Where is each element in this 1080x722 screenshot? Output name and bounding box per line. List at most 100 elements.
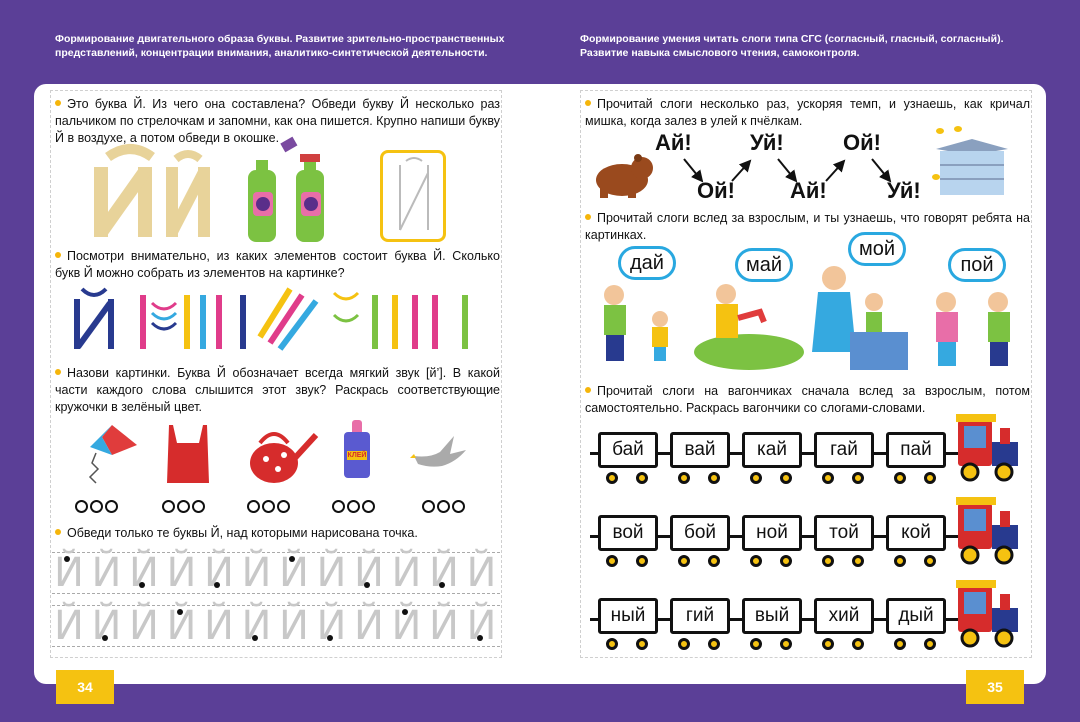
sound-circles-2[interactable] bbox=[162, 500, 207, 513]
bear-syllable-ay-top: Ай! bbox=[655, 130, 692, 155]
train-wagon[interactable]: бой bbox=[670, 515, 730, 551]
train-wagon[interactable]: вый bbox=[742, 598, 802, 634]
tracing-letter[interactable]: Й bbox=[91, 550, 122, 596]
tracing-letter[interactable]: Й bbox=[466, 603, 497, 649]
task-2-text: Посмотри внимательно, из каких элементов… bbox=[55, 249, 500, 280]
wagon-wheel bbox=[780, 472, 792, 484]
marker-dot bbox=[289, 556, 295, 562]
tracing-letter[interactable]: Й bbox=[129, 603, 159, 649]
train-wagon[interactable]: пай bbox=[886, 432, 946, 468]
wagon-wheel bbox=[780, 555, 792, 567]
speech-bubble-may: май bbox=[735, 248, 793, 282]
beehive-picture bbox=[932, 126, 1008, 195]
marker-dot bbox=[214, 582, 220, 588]
tracing-letter[interactable]: Й bbox=[354, 550, 384, 596]
letter-tracing-row-1[interactable] bbox=[52, 552, 500, 594]
marker-dot bbox=[251, 635, 258, 641]
marker-dot bbox=[439, 582, 445, 588]
tracing-letter[interactable]: Й bbox=[166, 550, 197, 596]
right-task-2-text: Прочитай слоги вслед за взрослым, и ты у… bbox=[585, 211, 1030, 242]
wagon-wheel bbox=[636, 638, 648, 650]
bear-syllable-uy-top: Уй! bbox=[750, 130, 784, 155]
glue-picture: КЛЕЙ bbox=[340, 420, 374, 480]
tracing-letter[interactable]: Й bbox=[54, 603, 84, 649]
wagon-wheel bbox=[636, 555, 648, 567]
wagon-wheel bbox=[924, 555, 936, 567]
train-wagon[interactable]: вай bbox=[670, 432, 730, 468]
wagon-wheel bbox=[678, 555, 690, 567]
wagon-wheel bbox=[852, 638, 864, 650]
train-wagon[interactable]: дый bbox=[886, 598, 946, 634]
sound-circles-3[interactable] bbox=[247, 500, 292, 513]
window-letter-outline bbox=[399, 157, 429, 231]
wagon-wheel bbox=[780, 638, 792, 650]
kite-picture bbox=[88, 425, 137, 484]
tracing-letter[interactable]: Й bbox=[316, 603, 347, 649]
tracing-letter[interactable]: Й bbox=[241, 550, 272, 596]
train-wagon[interactable]: ной bbox=[742, 515, 802, 551]
wagon-wheel bbox=[750, 638, 762, 650]
bullet-icon bbox=[585, 214, 591, 220]
train-wagon[interactable]: ный bbox=[598, 598, 658, 634]
tracing-letter[interactable]: Й bbox=[91, 603, 122, 649]
tracing-letter[interactable]: Й bbox=[466, 550, 497, 596]
train-wagon[interactable]: гай bbox=[814, 432, 874, 468]
speech-bubble-poy: пой bbox=[948, 248, 1006, 282]
marker-dot bbox=[364, 582, 370, 588]
bullet-icon bbox=[55, 529, 61, 535]
tracing-letter[interactable]: Й bbox=[429, 603, 459, 649]
marker-dot bbox=[64, 556, 70, 562]
bear-syllable-oy-top: Ой! bbox=[843, 130, 881, 155]
wagon-wheel bbox=[822, 555, 834, 567]
bullet-icon bbox=[55, 369, 61, 375]
sound-circles-1[interactable] bbox=[75, 500, 120, 513]
sound-circles-5[interactable] bbox=[422, 500, 467, 513]
right-task-1-text: Прочитай слоги несколько раз, ускоряя те… bbox=[585, 97, 1030, 128]
locomotive-icon bbox=[956, 497, 1018, 565]
tracing-letter[interactable]: Й bbox=[204, 550, 234, 596]
bullet-icon bbox=[55, 252, 61, 258]
train-wagon[interactable]: кой bbox=[886, 515, 946, 551]
letter-trace-illustration bbox=[94, 144, 210, 237]
wagon-wheel bbox=[852, 472, 864, 484]
letter-tracing-row-2[interactable] bbox=[52, 605, 500, 647]
tracing-letter[interactable]: Й bbox=[129, 550, 159, 596]
tracing-letter[interactable]: Й bbox=[354, 603, 384, 649]
wagon-wheel bbox=[750, 472, 762, 484]
train-wagon[interactable]: гий bbox=[670, 598, 730, 634]
marker-dot bbox=[401, 609, 408, 615]
task-3-text: Назови картинки. Буква Й обозначает всег… bbox=[55, 366, 500, 414]
watering-can-picture bbox=[250, 432, 319, 483]
train-wagon[interactable]: кай bbox=[742, 432, 802, 468]
tracing-letter[interactable]: Й bbox=[241, 603, 272, 649]
marker-dot bbox=[476, 635, 483, 641]
seagull-picture bbox=[410, 436, 466, 467]
tracing-letter[interactable]: Й bbox=[316, 550, 347, 596]
wagon-wheel bbox=[894, 638, 906, 650]
bear-syllable-oy-bottom: Ой! bbox=[697, 178, 735, 203]
tank-top-picture bbox=[167, 425, 209, 483]
train-wagon[interactable]: вой bbox=[598, 515, 658, 551]
locomotive-icon bbox=[956, 414, 1018, 482]
task-1-text: Это буква Й. Из чего она составлена? Обв… bbox=[55, 97, 500, 145]
glue-label: КЛЕЙ bbox=[346, 450, 368, 460]
marker-dot bbox=[326, 635, 333, 641]
train-wagon[interactable]: хий bbox=[814, 598, 874, 634]
syllable-arrows bbox=[683, 158, 892, 183]
wagon-wheel bbox=[606, 638, 618, 650]
tracing-letter[interactable]: Й bbox=[391, 550, 422, 596]
tracing-letter[interactable]: Й bbox=[279, 603, 309, 649]
tracing-letter[interactable]: Й bbox=[204, 603, 234, 649]
wagon-wheel bbox=[894, 472, 906, 484]
wagon-wheel bbox=[894, 555, 906, 567]
tracing-letter[interactable]: Й bbox=[429, 550, 459, 596]
train-wagon[interactable]: бай bbox=[598, 432, 658, 468]
task-4-text: Обведи только те буквы Й, над которыми н… bbox=[55, 525, 500, 542]
speech-bubble-moy: мой bbox=[848, 232, 906, 266]
wagon-wheel bbox=[924, 472, 936, 484]
marker-dot bbox=[139, 582, 145, 588]
sound-circles-4[interactable] bbox=[332, 500, 377, 513]
train-wagon[interactable]: той bbox=[814, 515, 874, 551]
letter-window[interactable] bbox=[380, 150, 446, 242]
right-task-3-text: Прочитай слоги на вагончиках сначала всл… bbox=[585, 384, 1030, 415]
